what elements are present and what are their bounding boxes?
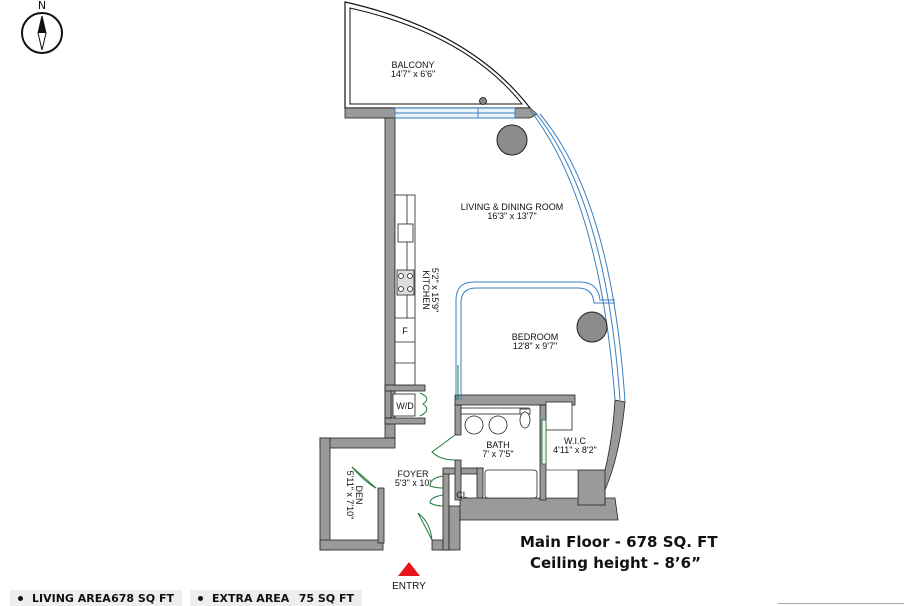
wic-name: W.I.C xyxy=(564,436,586,446)
balcony-sliding-door xyxy=(394,107,516,119)
foyer-name: FOYER xyxy=(397,469,429,479)
bullet-icon xyxy=(18,595,23,601)
bedroom-name: BEDROOM xyxy=(512,332,559,342)
legend-label: LIVING AREA xyxy=(32,591,111,605)
ceiling-height: Ceiling height - 8’6” xyxy=(530,554,701,572)
main-floor-area: Main Floor - 678 SQ. FT xyxy=(520,533,718,551)
bedroom-dims: 12'8" x 9'7" xyxy=(513,341,557,351)
bedroom-partition xyxy=(455,281,615,400)
kitchen-dims: 5'2" x 15'9" xyxy=(430,268,440,312)
north-arrow-icon xyxy=(21,12,63,54)
sink-icon xyxy=(488,415,508,435)
legend-living-area: LIVING AREA 678 SQ FT xyxy=(10,590,182,606)
walls xyxy=(319,107,626,551)
sink-icon xyxy=(397,223,414,243)
toilet-icon xyxy=(519,411,531,429)
legend-extra-area: EXTRA AREA 75 SQ FT xyxy=(190,590,362,606)
living-dims: 16'3" x 13'7" xyxy=(487,211,536,221)
den-dims: 5'11" x 7'10" xyxy=(345,471,355,520)
foyer-dims: 5'3" x 10' xyxy=(395,478,431,488)
legend-value: 678 SQ FT xyxy=(111,591,174,605)
balcony-name: BALCONY xyxy=(391,60,434,70)
compass: N xyxy=(21,0,63,54)
balcony-dims: 14'7" x 6'6" xyxy=(391,69,435,79)
kitchen-name: KITCHEN xyxy=(421,270,431,310)
column-living xyxy=(496,124,528,156)
den-name: DEN xyxy=(354,485,364,504)
bathtub-icon xyxy=(484,469,538,499)
entry-arrow-icon xyxy=(398,562,420,576)
column-bedroom xyxy=(576,311,608,343)
bath-dims: 7' x 7'5" xyxy=(482,449,513,459)
compass-north-label: N xyxy=(38,0,46,12)
balcony: BALCONY 14'7" x 6'6" xyxy=(344,1,532,109)
fridge-label: F xyxy=(402,326,408,336)
washer-dryer-label: W/D xyxy=(396,401,414,411)
bath-name: BATH xyxy=(486,440,509,450)
kitchen-counter xyxy=(394,194,416,386)
wic-dims: 4'11" x 8'2" xyxy=(553,445,597,455)
scale-bar xyxy=(778,603,904,604)
floor-summary: Main Floor - 678 SQ. FT Ceiling height -… xyxy=(520,532,718,574)
legend-value: 75 SQ FT xyxy=(298,591,354,605)
doors xyxy=(351,434,456,541)
legend-label: EXTRA AREA xyxy=(212,591,290,605)
sink-icon xyxy=(464,415,484,435)
closet-label: CL xyxy=(456,490,468,500)
drain-icon xyxy=(479,97,487,105)
bath-fixtures xyxy=(460,407,538,499)
entry-label: ENTRY xyxy=(392,581,426,592)
bullet-icon xyxy=(198,595,203,601)
living-name: LIVING & DINING ROOM xyxy=(461,202,564,212)
curved-window-wall xyxy=(529,109,626,403)
